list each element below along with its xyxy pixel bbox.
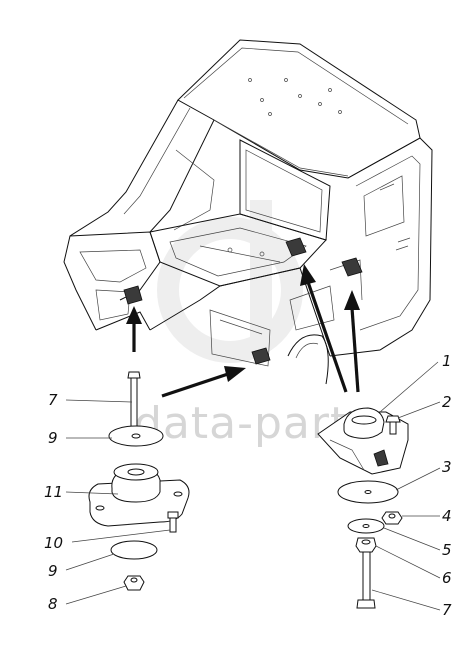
watermark-logo	[157, 200, 303, 363]
callout-11: 11	[44, 483, 63, 501]
callout-9-top: 9	[48, 429, 58, 447]
cab-mount-rear-right	[341, 257, 363, 277]
cab-mount-rear-left	[251, 347, 271, 365]
leader-3	[395, 467, 441, 491]
bolt-right	[356, 551, 376, 609]
arrow-to-rear-right-mount	[344, 290, 360, 393]
mount-bracket-right	[317, 407, 409, 475]
nut-right	[355, 537, 377, 553]
callout-9-bottom: 9	[48, 562, 58, 580]
callout-10: 10	[44, 534, 63, 552]
washer-right-small	[347, 518, 385, 534]
cab-mount-front-right	[285, 237, 307, 257]
leader-6	[375, 545, 441, 579]
callout-8: 8	[48, 595, 58, 613]
leader-9-bottom	[65, 553, 115, 571]
washer-right-large	[337, 480, 399, 504]
nut-left	[123, 575, 145, 591]
bolt-small-right	[385, 415, 401, 435]
leader-lines	[65, 361, 441, 611]
leader-10	[71, 529, 171, 543]
arrow-to-front-right-mount	[300, 264, 348, 393]
leader-7-left	[65, 399, 133, 403]
callout-7-left: 7	[48, 391, 58, 409]
leader-5	[383, 527, 441, 551]
callout-4: 4	[442, 507, 452, 525]
rubber-mount-left	[88, 463, 190, 527]
leader-8	[65, 585, 127, 605]
bolt-left	[127, 371, 141, 433]
callout-7-right: 7	[442, 601, 452, 619]
callout-2: 2	[442, 393, 452, 411]
leader-2	[397, 401, 441, 419]
callout-5: 5	[442, 541, 452, 559]
arrow-to-front-left-mount	[126, 306, 142, 352]
leader-11	[65, 491, 119, 495]
callout-3: 3	[442, 458, 452, 476]
arrow-to-rear-left-mount	[161, 366, 246, 398]
callout-6: 6	[442, 569, 452, 587]
nut-right-small	[381, 511, 403, 525]
leader-1	[379, 361, 439, 413]
bolt-small-left	[167, 511, 179, 533]
washer-left-bottom	[110, 540, 158, 560]
cab-mount-front-left	[123, 285, 143, 305]
leader-7-right	[371, 589, 441, 611]
truck-cab	[63, 39, 433, 385]
callout-1: 1	[442, 352, 452, 370]
washer-left-top	[108, 425, 164, 447]
